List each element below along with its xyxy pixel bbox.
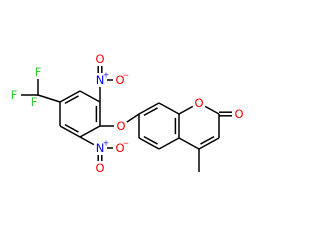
single-bond xyxy=(178,105,194,115)
charge-label-o-bottom-nitro-minus: − xyxy=(123,139,129,148)
double-bond-inner xyxy=(64,123,79,133)
double-bond xyxy=(138,102,160,115)
atom-label-f3: F xyxy=(31,95,38,109)
atom-label-background xyxy=(114,142,126,154)
atom-label-background xyxy=(8,89,20,101)
double-bond-inner xyxy=(143,135,158,145)
atom-label-o-ring: O xyxy=(194,96,203,110)
single-bond xyxy=(126,113,140,123)
atom-label-f1: F xyxy=(35,65,42,79)
atom-label-o-top-nitro-minus: O xyxy=(115,73,124,87)
charge-label-n-bottom: + xyxy=(103,139,109,148)
atom-label-background xyxy=(114,74,126,86)
double-bond-inner xyxy=(64,95,79,105)
atom-label-o-top-nitro-double: O xyxy=(95,52,104,66)
double-bond xyxy=(138,137,160,150)
atom-label-o-bottom-nitro-double: O xyxy=(95,161,104,175)
atom-label-f2: F xyxy=(11,88,18,102)
single-bond xyxy=(79,90,101,103)
atom-label-background xyxy=(28,96,40,108)
atom-label-o-bottom-nitro-minus: O xyxy=(115,141,124,155)
charge-label-o-top-nitro-minus: − xyxy=(123,71,129,80)
bond-layer xyxy=(21,66,232,172)
atom-label-n-top: N xyxy=(96,73,105,87)
single-bond xyxy=(178,137,200,150)
atom-label-background xyxy=(233,108,245,120)
single-bond xyxy=(158,137,180,150)
atom-label-o-ether: O xyxy=(116,119,125,133)
double-bond xyxy=(198,137,220,150)
atom-label-background xyxy=(94,142,106,154)
single-bond xyxy=(158,102,180,115)
single-bond xyxy=(79,125,101,138)
atom-label-background xyxy=(94,53,106,65)
double-bond-inner xyxy=(200,135,215,145)
charge-label-n-top: + xyxy=(103,71,109,80)
double-bond xyxy=(59,90,81,103)
double-bond-inner xyxy=(143,107,158,117)
single-bond xyxy=(204,105,220,115)
atom-label-background xyxy=(115,120,127,132)
atom-label-background xyxy=(94,74,106,86)
atom-label-o-carbonyl: O xyxy=(234,107,243,121)
atom-label-n-bottom: N xyxy=(96,141,105,155)
atom-label-background xyxy=(32,66,44,78)
double-bond xyxy=(59,125,81,138)
single-bond xyxy=(79,136,95,146)
atom-label-background xyxy=(94,162,106,174)
atom-label-background xyxy=(193,97,205,109)
single-bond xyxy=(36,94,39,97)
single-bond xyxy=(37,94,61,103)
